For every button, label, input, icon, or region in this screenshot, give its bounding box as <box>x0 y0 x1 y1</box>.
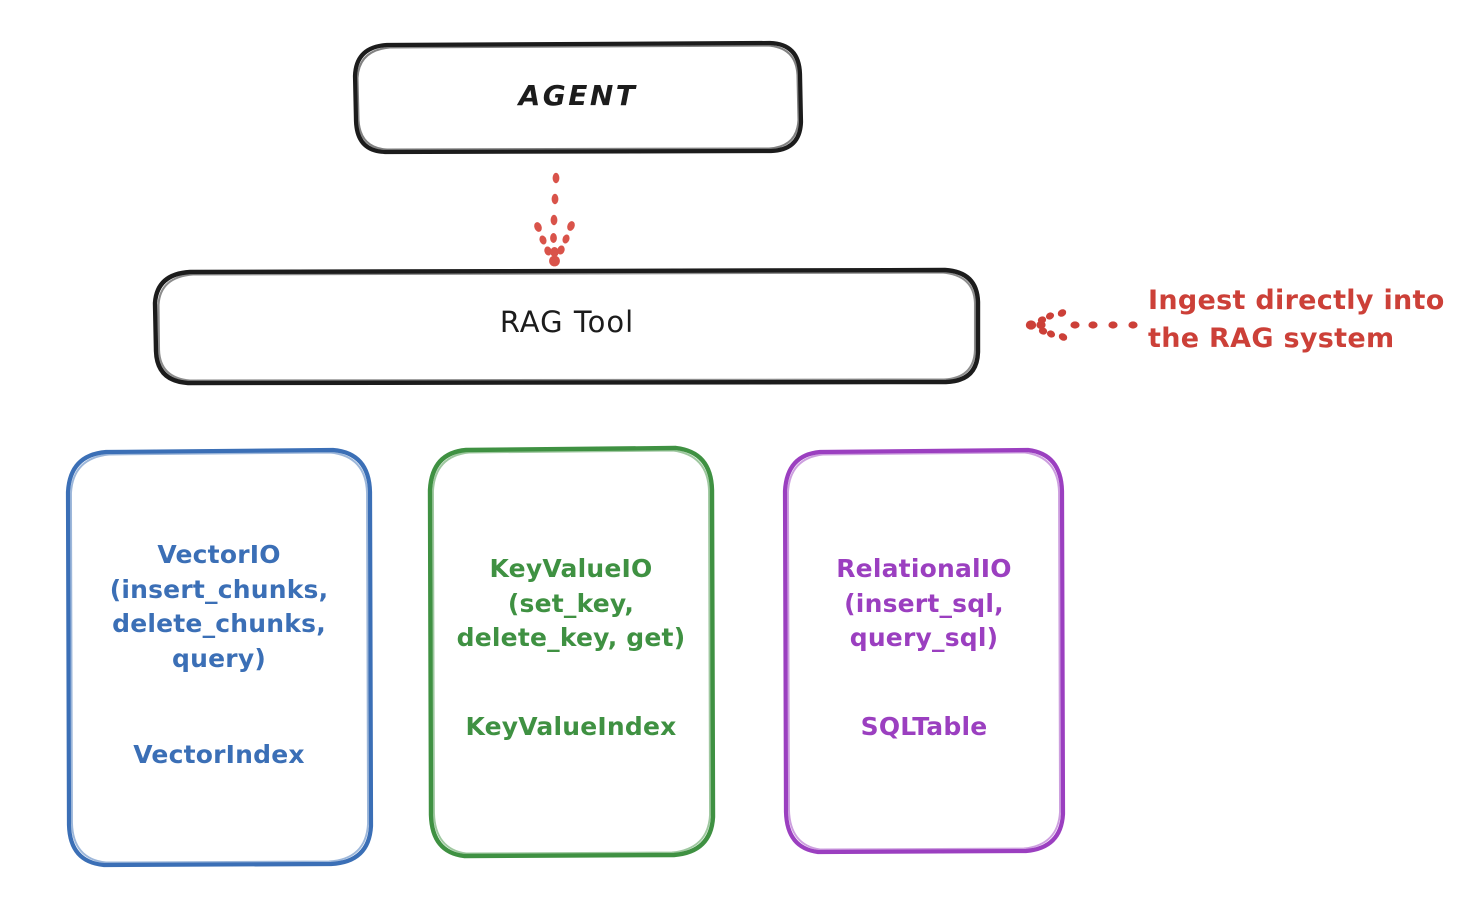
rag-tool-label: RAG Tool <box>499 305 635 339</box>
sql-table-label: SQLTable <box>860 712 988 741</box>
relational-io-title: RelationalIO (insert_sql, query_sql) <box>836 554 1012 652</box>
agent-to-rag-arrow <box>534 172 575 267</box>
ingest-to-rag-arrow <box>1025 309 1138 341</box>
key-value-index-label: KeyValueIndex <box>465 712 677 741</box>
ingest-annotation-text: Ingest directly into the RAG system <box>1148 285 1445 355</box>
vector-io-title: VectorIO (insert_chunks, delete_chunks, … <box>109 540 329 673</box>
agent-box-label: AGENT <box>518 79 638 112</box>
vector-index-label: VectorIndex <box>133 740 305 769</box>
key-value-io-title: KeyValueIO (set_key, delete_key, get) <box>456 554 686 652</box>
